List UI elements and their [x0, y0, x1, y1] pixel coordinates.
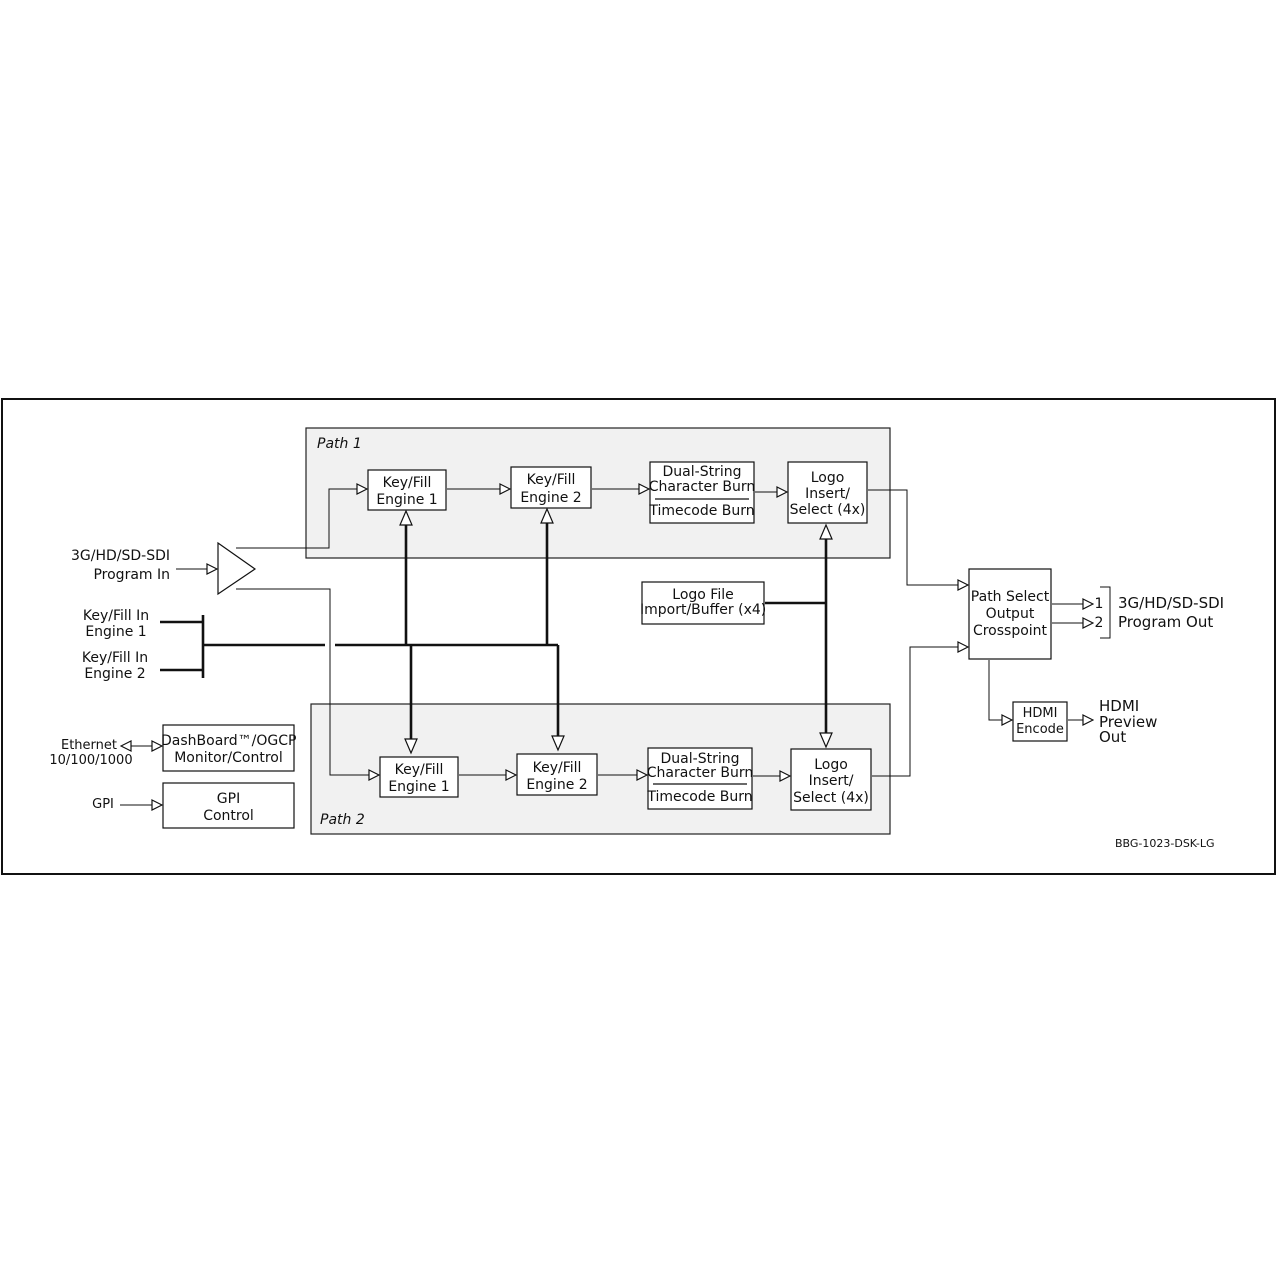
hdmi-out-label-2: Preview [1099, 713, 1158, 731]
keyfill-in-1-label-1: Key/Fill In [82, 608, 150, 624]
ethernet-label-1: Ethernet [61, 738, 117, 753]
gpi-label: GPI [92, 797, 114, 812]
p1-keyfill-engine-1-block [367, 469, 447, 511]
arrowhead-p1-logo [819, 523, 833, 540]
hdmi-out-label-3: Out [1099, 728, 1127, 746]
p1-keyfill-engine-2-block [510, 466, 592, 509]
p1-engine-2-line2: Engine 2 [520, 490, 582, 506]
p2-charburn-line3: Timecode Burn [647, 789, 753, 805]
p1-engine-1-line1: Key/Fill [382, 475, 432, 491]
dashboard-line1: DashBoard™/OGCP [161, 733, 297, 749]
input-amplifier [217, 541, 257, 596]
to-hdmi-encode [988, 660, 1012, 720]
bus-arrowheads [399, 507, 833, 755]
gpi-control-block [162, 782, 295, 829]
arrowhead-p2-logo [819, 732, 833, 749]
p2-keyfill-engine-1-block [379, 756, 459, 798]
p1-engine-2-line1: Key/Fill [526, 472, 576, 488]
p2-to-path-select [872, 647, 968, 777]
p2-charburn-line1: Dual-String [660, 751, 740, 767]
keyfill-bus [160, 522, 828, 740]
logo-file-line1: Logo File [672, 587, 734, 603]
program-in-label-2: Program In [93, 567, 170, 583]
p1-logo-line1: Logo [810, 470, 845, 486]
p1-charburn-line1: Dual-String [662, 464, 742, 480]
ethernet-label-2: 10/100/1000 [49, 753, 133, 768]
program-out-label-1: 3G/HD/SD-SDI [1118, 594, 1225, 612]
hdmi-encode-line1: HDMI [1022, 706, 1058, 721]
p1-to-path-select [868, 489, 968, 585]
arrowhead-p1-e1 [399, 509, 413, 526]
path-select-line1: Path Select [970, 589, 1050, 605]
signal-lines [120, 489, 1111, 805]
out-port-1: 1 [1094, 596, 1104, 612]
p1-charburn-line3: Timecode Burn [649, 503, 755, 519]
keyfill-in-1-label-2: Engine 1 [85, 624, 147, 640]
p2-logo-line1: Logo [814, 757, 848, 773]
p1-logo-insert-block [787, 461, 868, 524]
gpi-control-line2: Control [203, 808, 254, 824]
logo-file-block [641, 581, 765, 625]
p1-logo-line3: Select (4x) [789, 502, 866, 518]
p2-logo-line2: Insert/ [808, 773, 854, 789]
p1-charburn-block [649, 461, 755, 524]
p2-engine-1-line2: Engine 1 [388, 779, 450, 795]
hdmi-encode-line2: Encode [1016, 722, 1064, 737]
p2-keyfill-engine-2-block [516, 753, 598, 796]
program-out-label-2: Program Out [1118, 613, 1214, 631]
p1-engine-1-line2: Engine 1 [376, 492, 438, 508]
p1-charburn-line2: Character Burn [648, 479, 756, 495]
p2-engine-2-line2: Engine 2 [526, 777, 588, 793]
sdi-out-bracket [1100, 586, 1111, 639]
path-2-label: Path 2 [320, 812, 365, 828]
keyfill-in-2-label-2: Engine 2 [84, 666, 146, 682]
p2-charburn-block [647, 747, 753, 810]
p2-engine-2-line1: Key/Fill [532, 760, 582, 776]
keyfill-in-2-label-1: Key/Fill In [81, 650, 149, 666]
p2-engine-1-line1: Key/Fill [394, 762, 444, 778]
p2-charburn-line2: Character Burn [646, 765, 754, 781]
amp-to-p2-engine-1 [236, 588, 379, 775]
logo-file-line2: Import/Buffer (x4) [640, 602, 767, 618]
hdmi-out-label-1: HDMI [1099, 697, 1140, 715]
p2-logo-insert-block [790, 748, 872, 811]
path-select-line2: Output [985, 606, 1035, 622]
path-1-label: Path 1 [317, 436, 362, 452]
arrowhead-p2-e1 [404, 738, 418, 755]
p2-logo-line3: Select (4x) [793, 790, 869, 806]
gpi-control-line1: GPI [216, 791, 241, 807]
amp-to-p1-engine-1 [236, 489, 367, 549]
dashboard-block [162, 724, 295, 772]
p1-logo-line2: Insert/ [805, 486, 850, 502]
hdmi-encode-block [1012, 701, 1068, 742]
out-port-2: 2 [1094, 615, 1104, 631]
part-number: BBG-1023-DSK-LG [1115, 837, 1215, 850]
path-select-line3: Crosspoint [972, 623, 1048, 639]
program-in-label-1: 3G/HD/SD-SDI [70, 548, 170, 564]
path-select-block [968, 568, 1052, 660]
dashboard-line2: Monitor/Control [174, 750, 283, 766]
arrowhead-p1-e2 [540, 507, 554, 524]
arrowhead-p2-e2 [551, 735, 565, 752]
